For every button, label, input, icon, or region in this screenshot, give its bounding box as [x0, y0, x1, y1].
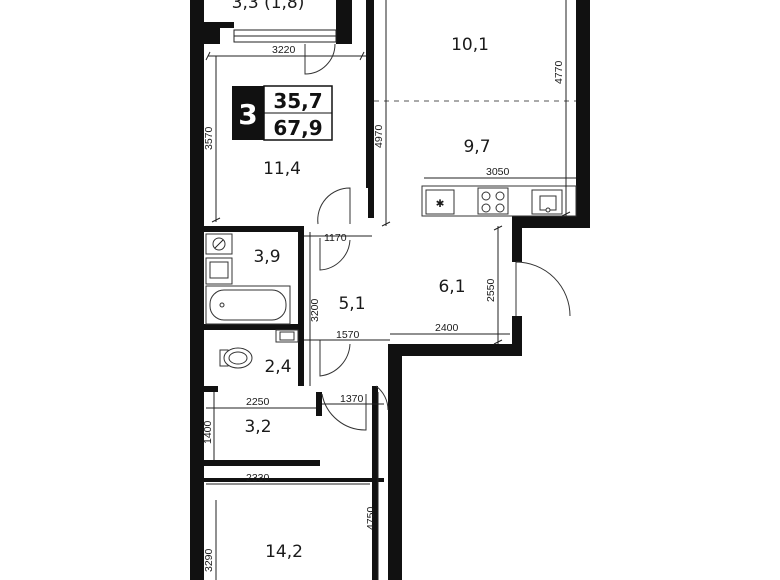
dim-3570: 3570 — [203, 126, 215, 150]
dim-4750: 4750 — [365, 506, 377, 530]
dim-1570: 1570 — [336, 329, 360, 341]
dimension-labels: 3220 3570 4970 4770 3050 1170 2550 3200 … — [202, 44, 565, 572]
room-labels: 3,3 (1,8) 10,1 9,7 11,4 3,9 5,1 6,1 2,4 … — [232, 0, 491, 562]
toilet-icon — [219, 347, 253, 369]
room-area-kitchen: 9,7 — [463, 137, 490, 157]
bathroom-fixtures — [205, 233, 299, 343]
balcony-window — [233, 29, 337, 43]
dimension-lines — [205, 0, 576, 580]
room-area-wc: 2,4 — [264, 357, 291, 377]
walls — [190, 0, 590, 580]
dim-2330: 2330 — [246, 472, 270, 484]
room-area-bathroom: 3,9 — [253, 247, 280, 267]
kitchen-counter: ✱ — [421, 185, 577, 217]
room-area-living: 10,1 — [451, 35, 489, 55]
dim-2400: 2400 — [435, 322, 459, 334]
room-area-bedroom-bottom: 14,2 — [265, 542, 303, 562]
room-area-bedroom-top: 11,4 — [263, 159, 301, 179]
room-count: 3 — [238, 98, 257, 131]
room-area-hall: 5,1 — [338, 294, 365, 314]
room-area-balcony: 3,3 (1,8) — [232, 0, 305, 13]
dim-3290: 3290 — [203, 548, 215, 572]
dim-4770: 4770 — [553, 60, 565, 84]
dim-2550: 2550 — [485, 278, 497, 302]
room-area-corridor: 6,1 — [438, 277, 465, 297]
hob-icon: ✱ — [436, 198, 445, 210]
doors — [304, 43, 571, 431]
living-area-value: 35,7 — [273, 89, 322, 113]
dim-1400: 1400 — [202, 420, 214, 444]
dim-3050: 3050 — [486, 166, 510, 178]
dim-1370: 1370 — [340, 393, 364, 405]
dim-3220: 3220 — [272, 44, 296, 56]
dim-1170: 1170 — [324, 232, 347, 244]
apartment-badge: 3 35,7 67,9 — [232, 85, 333, 141]
dim-3200: 3200 — [309, 298, 321, 322]
room-area-storage: 3,2 — [244, 417, 271, 437]
total-area-value: 67,9 — [273, 116, 322, 140]
dim-2250: 2250 — [246, 396, 270, 408]
dim-4970: 4970 — [373, 124, 385, 148]
